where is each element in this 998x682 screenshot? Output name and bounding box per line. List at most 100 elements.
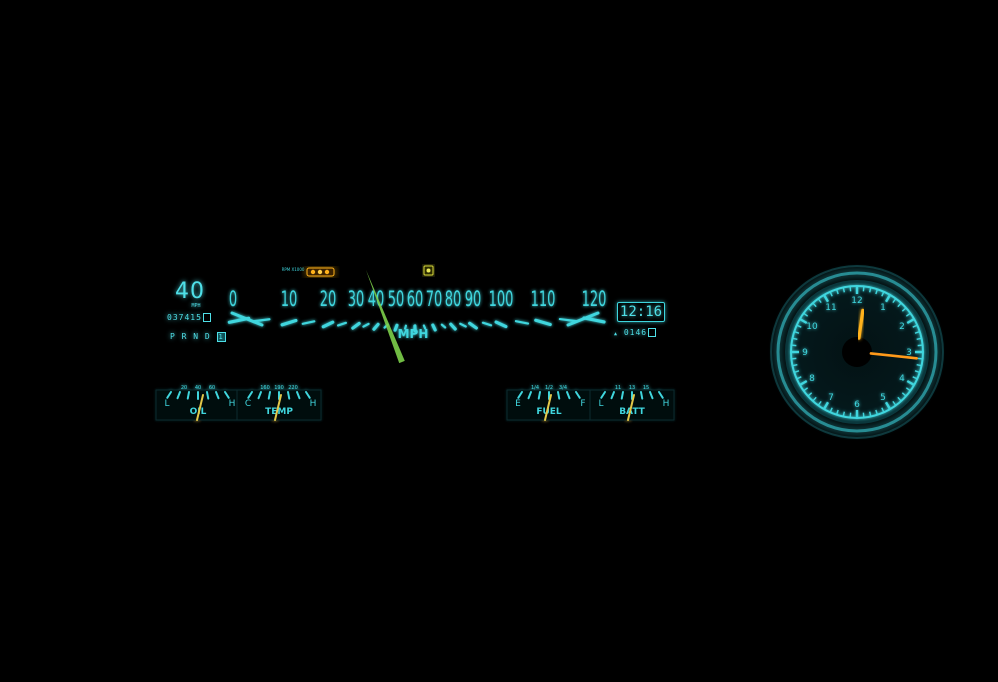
gauge-high-label: H <box>229 399 236 409</box>
speed-minor-tick <box>459 322 467 328</box>
clock-numeral: 3 <box>906 348 912 358</box>
check-engine-light <box>426 268 431 273</box>
gear-letters: P R N D <box>170 332 211 341</box>
gear-selected: 1 <box>216 332 226 342</box>
gauge-tick-label: 15 <box>643 385 649 391</box>
speed-label: 30 <box>348 288 365 312</box>
digital-clock: 12:16 <box>617 302 665 322</box>
speed-minor-tick <box>440 323 447 329</box>
gauge-low-label: L <box>598 399 603 409</box>
speed-major-tick <box>372 322 380 331</box>
indicator-lights: RPM X1000 <box>282 265 434 277</box>
gauge-needle <box>544 394 552 421</box>
gauge-name-label: TEMP <box>265 407 293 417</box>
speed-label: 80 <box>445 288 462 312</box>
speed-minor-tick <box>481 321 493 327</box>
clock-numeral: 7 <box>828 393 834 403</box>
clock-minute-hand <box>869 352 918 360</box>
gauge-fuel: 1/4 1/2 3/4E F FUEL <box>506 385 592 421</box>
clock-numeral: 2 <box>899 322 905 332</box>
gauge-tick-label: 160 <box>260 385 270 391</box>
auxiliary-gauges: 204060LHOIL160190220CHTEMP1/41/23/4EFFUE… <box>155 385 675 421</box>
speed-end-tick <box>566 311 600 327</box>
speed-minor-tick <box>514 320 530 325</box>
speed-major-tick <box>494 320 508 329</box>
gauge-tick-label: 220 <box>288 385 298 391</box>
gear-indicator: P R N D 1 <box>170 332 226 342</box>
speed-minor-tick <box>301 320 316 325</box>
gauge-low-label: C <box>245 399 251 409</box>
speed-label: 110 <box>531 288 556 312</box>
gauge-tick-label: 1/4 <box>531 385 539 391</box>
speed-major-tick <box>321 320 335 329</box>
speed-major-tick <box>449 322 457 331</box>
speed-label: 0 <box>229 288 237 312</box>
speed-label: 20 <box>320 288 337 312</box>
clock-numeral: 8 <box>809 374 815 384</box>
speedometer-unit: MPH <box>398 327 429 341</box>
speed-major-tick <box>393 323 399 332</box>
digital-clock-value: 12:16 <box>619 304 663 320</box>
speed-major-tick <box>431 323 437 332</box>
gauge-tick-label: 40 <box>195 385 201 391</box>
gauge-high-label: H <box>663 399 670 409</box>
odometer: 037415 <box>167 313 211 322</box>
gauge-low-label: L <box>164 399 169 409</box>
clock-numeral: 4 <box>899 374 905 384</box>
odometer-value: 037415 <box>167 313 202 322</box>
gauge-name-label: FUEL <box>536 407 562 417</box>
rpm-label: RPM X1000 <box>282 267 305 272</box>
speed-major-tick <box>280 318 298 327</box>
clock-hub <box>842 337 872 367</box>
speed-label: 90 <box>465 288 482 312</box>
indicator-light-2 <box>317 269 323 275</box>
gauge-high-label: F <box>580 399 585 409</box>
clock-numeral: 11 <box>825 303 836 313</box>
gauge-tick-label: 3/4 <box>559 385 567 391</box>
gauge-needle <box>196 394 204 421</box>
speed-major-tick <box>468 321 478 330</box>
speed-minor-tick <box>362 322 370 328</box>
gauge-tick-label: 1/2 <box>545 385 553 391</box>
clock-hour-hand <box>857 308 865 340</box>
speedometer-ticks <box>227 311 606 333</box>
clock-numeral: 6 <box>854 400 860 410</box>
gauge-tick-label: 20 <box>181 385 187 391</box>
clock-numeral: 12 <box>851 296 862 306</box>
gauge-needle <box>274 394 282 421</box>
trip-value: 0146 <box>623 328 648 337</box>
gauge-needle <box>627 394 635 421</box>
clock-ticks <box>791 286 923 418</box>
gauge-name-label: BATT <box>619 407 645 417</box>
gauge-tick-label: 13 <box>629 385 635 391</box>
digital-speed-unit: MPH <box>191 303 201 309</box>
speed-label: 50 <box>388 288 405 312</box>
speed-end-tick <box>230 311 264 327</box>
indicator-light-1 <box>310 269 316 275</box>
gauge-high-label: H <box>310 399 317 409</box>
digital-speed-value: 40 <box>175 279 205 304</box>
digital-speed: 40 MPH <box>170 279 210 310</box>
trip-meter: ▲ 0146 <box>614 328 657 337</box>
speed-minor-tick <box>422 324 427 330</box>
gauge-low-label: E <box>515 399 521 409</box>
speed-label: 10 <box>281 288 298 312</box>
odometer-unit-box <box>202 313 211 322</box>
clock-numeral: 10 <box>806 322 818 332</box>
speed-label: 120 <box>582 288 607 312</box>
clock-numeral: 1 <box>880 303 886 313</box>
trip-prefix-icon: ▲ <box>614 331 619 337</box>
speedometer-needle <box>366 270 405 364</box>
gauge-oil: 204060LHOIL <box>155 385 241 421</box>
speed-minor-tick <box>558 317 579 323</box>
gauge-tick-label: 60 <box>209 385 215 391</box>
speed-major-tick <box>534 318 552 327</box>
speed-major-tick <box>351 321 361 330</box>
indicator-light-3 <box>324 269 330 275</box>
